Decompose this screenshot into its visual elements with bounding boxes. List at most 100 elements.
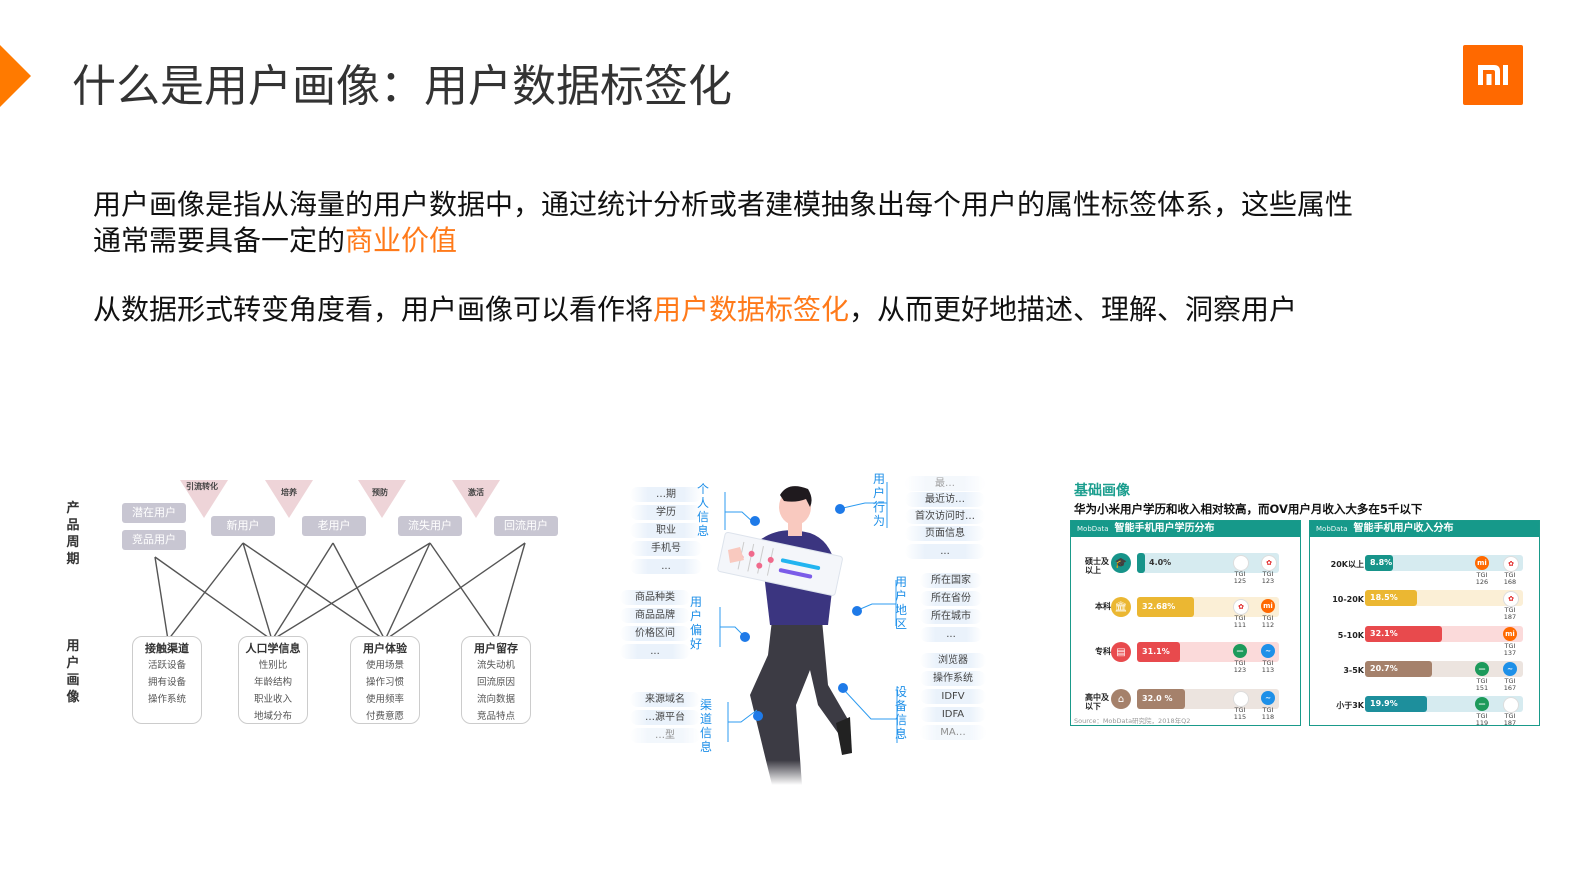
income-panel-header: MobData 智能手机用户收入分布 [1310,521,1539,537]
tag-chip: 最… [905,476,985,491]
tag-chip: 学历 [630,505,702,520]
tag-chip: 首次访问时… [905,509,985,524]
portrait-box-demographics: 人口学信息 性别比 年龄结构 职业收入 地域分布 [238,636,308,724]
portrait-box-channel: 接触渠道 活跃设备 拥有设备 操作系统 [132,636,202,724]
tag-chip: ... [920,627,982,642]
tgi-value: TGI 151 [1475,677,1489,692]
portrait-item: 操作习惯 [365,677,404,688]
stage-returning-user: 回流用户 [494,516,558,536]
edu-bar: 31.1% [1137,642,1180,662]
vivo-logo-icon: ~ [1261,691,1275,705]
connector-dot-icon [838,683,848,693]
income-row-label: 3-5K [1343,666,1364,675]
tgi-value: TGI 168 [1503,571,1517,586]
portrait-box-title: 人口学信息 [245,642,301,655]
tagging-text-prefix: 从数据形式转变角度看，用户画像可以看作将 [93,293,654,326]
stage-triangle-icon [180,480,228,518]
user-portrait-label: 用户画像 [66,639,80,705]
tag-chip: …源平台 [630,710,700,725]
portrait-box-title: 接触渠道 [145,642,189,655]
category-personal-info: 个人信息 [696,482,709,538]
tag-chip: 商品种类 [620,590,690,605]
tag-chip: …型 [630,728,700,743]
portrait-item: 竞品特点 [476,711,515,722]
tgi-value: TGI 137 [1503,642,1517,657]
tag-chip: IDFV [920,689,986,704]
triangle-label: 引流转化 [186,482,218,491]
category-user-region: 用户地区 [894,575,907,631]
portrait-item: 地域分布 [253,711,292,722]
connector-dot-icon [852,606,862,616]
tag-chip: ... [620,644,690,659]
stage-potential-user: 潜在用户 [122,503,186,523]
edu-bar [1137,553,1145,573]
tgi-value: TGI 119 [1475,712,1489,727]
tag-chip: ... [905,544,985,559]
tag-chip: 浏览器 [920,653,986,668]
income-bar: 19.9% [1365,696,1427,712]
mobdata-brand: MobData [1316,525,1348,533]
income-bar: 32.1% [1365,626,1442,642]
edu-bar-value: 4.0% [1149,558,1172,567]
connector-dot-icon [740,632,750,642]
highlight-business-value: 商业价值 [345,224,458,257]
tag-chip: 职业 [630,523,702,538]
education-panel-title: 智能手机用户学历分布 [1114,523,1215,534]
stage-triangle-icon [265,480,313,518]
tag-chip: 所在城市 [920,609,982,624]
tgi-value: TGI 187 [1503,606,1517,621]
portrait-box-experience: 用户体验 使用场景 操作习惯 使用频率 付费意愿 [350,636,420,724]
tgi-value: TGI 187 [1503,712,1517,727]
tag-chip: 商品品牌 [620,608,690,623]
tag-chip: 手机号 [630,541,702,556]
oppo-logo-icon: — [1475,662,1489,676]
clipboard-icon: ▤ [1111,642,1131,662]
person-illustration-icon [717,486,852,785]
income-row-label: 20K以上 [1330,560,1364,569]
tag-chip: 所在国家 [920,573,982,588]
income-panel-title: 智能手机用户收入分布 [1353,523,1454,534]
tgi-value: TGI 118 [1261,706,1275,721]
category-user-preference: 用户偏好 [689,595,702,651]
tag-chip: …期 [630,487,702,502]
tag-chip: ... [630,559,702,574]
mi-logo-icon [1463,45,1523,105]
connector-dot-icon [750,516,760,526]
portrait-item: 操作系统 [147,694,186,705]
edu-row-label: 本科 [1095,602,1111,611]
stage-old-user: 老用户 [302,516,366,536]
oppo-logo-icon: — [1233,644,1247,658]
vivo-logo-icon: ~ [1261,644,1275,658]
mobdata-brand: MobData [1077,525,1109,533]
basic-portrait-title: 基础画像 [1074,483,1130,499]
lifecycle-connector-lines [154,542,526,641]
data-tagging-paragraph: 从数据形式转变角度看，用户画像可以看作将用户数据标签化，从而更好地描述、理解、洞… [93,292,1297,328]
oppo-logo-icon: — [1475,697,1489,711]
connector-line [719,607,746,647]
stage-triangle-icon [452,480,500,518]
stage-new-user: 新用户 [211,516,275,536]
portrait-item: 付费意愿 [365,711,404,722]
income-row-label: 10-20K [1332,595,1364,604]
portrait-box-title: 用户体验 [363,642,407,655]
income-bar: 8.8% [1365,555,1393,571]
definition-line-1: 用户画像是指从海量的用户数据中，通过统计分析或者建模抽象出每个用户的属性标签体系… [93,188,1354,221]
mobdata-subtitle: 华为小米用户学历和收入相对较高，而OV用户月收入大多在5千以下 [1074,502,1423,516]
portrait-item: 年龄结构 [253,677,292,688]
portrait-box-retention: 用户留存 流失动机 回流原因 流向数据 竞品特点 [461,636,531,724]
edu-row-label: 专科 [1095,647,1111,656]
highlight-data-tagging: 用户数据标签化 [653,293,850,326]
category-device-info: 设备信息 [894,685,907,741]
xiaomi-logo-icon: mi [1475,556,1489,570]
tag-chip: 价格区间 [620,626,690,641]
portrait-box-title: 用户留存 [474,642,518,655]
edu-bar: 32.68% [1137,597,1194,617]
xiaomi-logo-icon: mi [1261,599,1275,613]
tgi-value: TGI 113 [1261,659,1275,674]
tgi-value: TGI 112 [1261,614,1275,629]
graduation-cap-icon: 🎓 [1111,553,1131,573]
huawei-logo-icon: ✿ [1503,591,1519,607]
xiaomi-logo-icon: mi [1503,627,1517,641]
definition-text: 通常需要具备一定的 [93,224,346,257]
connector-line [857,580,897,626]
